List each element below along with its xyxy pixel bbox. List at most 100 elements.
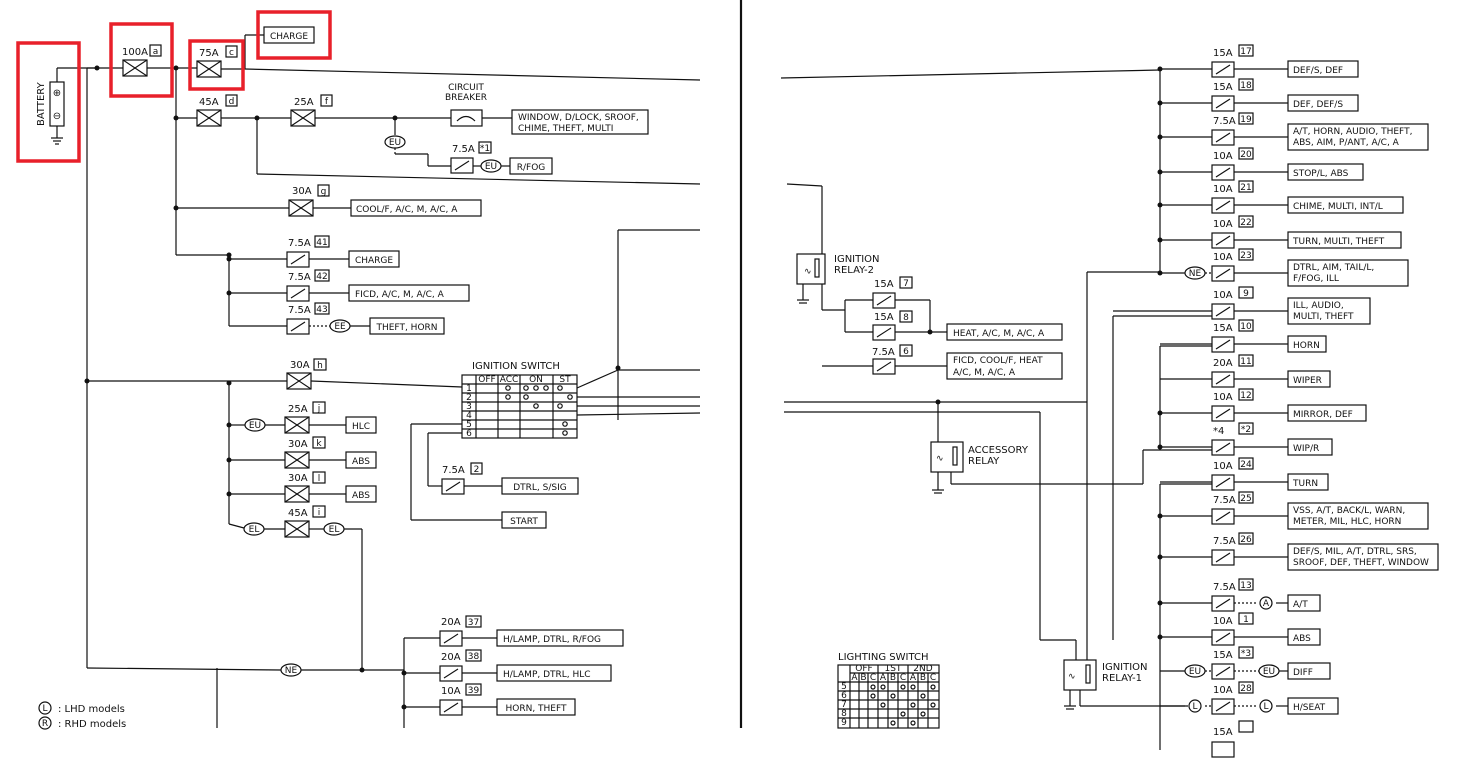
fuse-1-load-text-1: ABS [1293,634,1311,644]
right-page: ∿ IGNITION RELAY-2 15A 7 15A 8 HEAT, A/C… [780,69,1212,729]
fuse-37-id: 37 [468,618,479,628]
fuse-1-id: 1 [1243,615,1249,625]
fuse-25-load-text-1: VSS, A/T, BACK/L, WARN, [1293,506,1405,516]
start-label: START [510,517,538,527]
fuse-11-fuse-slash [1215,374,1231,385]
fuse-26-id-box [1238,532,1254,545]
ign-row-4: 4 [466,411,472,421]
fuse-23-load-text-2: F/FOG, ILL [1293,274,1339,284]
fuse-13-fuse-slash [1215,598,1231,609]
fuse-11-amp: 20A [1213,358,1233,369]
fuse-19-amp: 7.5A [1213,116,1236,127]
fuse-9-amp: 10A [1213,290,1233,301]
ign-row-3: 3 [466,402,472,412]
fuse-a-id: a [153,47,159,57]
fuse-x2-load-text-1: WIP/R [1293,444,1319,454]
fuse-j-id: j [317,404,321,414]
fuse-8-id: 8 [903,313,909,323]
fuse-9-load-box [1287,297,1371,325]
fuse-22-fuse-slash [1215,235,1231,246]
fuse-x3-load-box [1287,662,1331,680]
fuse-41-amp: 7.5A [288,238,311,249]
fuse-26-load-box [1287,543,1439,571]
fuse-x2-amp: *4 [1213,426,1224,437]
charge-41-label: CHARGE [355,256,393,266]
fuse-20-id: 20 [1240,150,1252,160]
fuse-x3-amp: 15A [1213,650,1233,661]
fuse-h-amp: 30A [290,360,310,371]
fuse-f-id: f [325,97,329,107]
fuse-10-load-box [1287,335,1327,353]
fuse-x1-id: *1 [480,144,490,154]
fuse-1-junction [1157,634,1163,640]
fuse-x2-load-box [1287,438,1333,456]
fuse-12-load-text-1: MIRROR, DEF [1293,410,1353,420]
fuse-22-id-box [1238,215,1254,228]
ficd-load-line-1: FICD, COOL/F, HEAT [953,356,1043,366]
fuse-43-id: 43 [316,305,327,315]
fuse-20-id-box [1238,147,1254,160]
fuse-last-id-box [1238,720,1254,733]
fuse-24-load-box [1287,473,1329,491]
fuse-38-amp: 20A [441,652,461,663]
fuse-43-amp: 7.5A [288,305,311,316]
fuse-28-load-text-1: H/SEAT [1293,703,1326,713]
eu-symbol-3: EU [249,421,261,431]
dtrl-ssig-label: DTRL, S/SIG [513,483,567,493]
fuse-19-id-box [1238,112,1254,125]
ls-sub-5: B [890,673,896,683]
fuse-10-id-box [1238,319,1254,332]
fuse-x2-junction [1157,444,1163,450]
fuse-19-fuse-slash [1215,132,1231,143]
fuse-22-junction [1157,237,1163,243]
eu-symbol-1: EU [389,138,401,148]
fuse-20-fuse-slash [1215,167,1231,178]
fuse-39 [439,699,463,716]
fuse-j-amp: 25A [288,404,308,415]
abs-l-label: ABS [352,491,370,501]
load-38-label: H/LAMP, DTRL, HLC [503,670,591,680]
fuse-21-load-box [1287,196,1404,214]
fuse-1-load-box [1287,628,1321,646]
fuse-9-id-box [1238,286,1254,299]
circuit-breaker-label-1: CIRCUIT [448,83,484,93]
abs-k-label: ABS [352,457,370,467]
fuse-12-id-box [1238,388,1254,401]
fuse-2-amp: 7.5A [442,465,465,476]
fuse-42-amp: 7.5A [288,272,311,283]
fuse-7-id: 7 [903,279,909,289]
fuse-18-amp: 15A [1213,82,1233,93]
fuse-19-load-box [1287,123,1429,151]
fuse-22-id: 22 [1240,218,1251,228]
ls-sub-6: C [900,673,906,683]
ign-col-off: OFF [478,375,495,385]
fuse-x3-fuse-slash [1215,666,1231,677]
fuse-23-load-text-1: DTRL, AIM, TAIL/L, [1293,263,1374,273]
highlight-battery [16,41,81,163]
fuse-x3-id-box [1238,646,1254,659]
fuse-h-id: h [317,361,323,371]
load-39-label: HORN, THEFT [505,704,567,714]
ign-col-on: ON [529,375,543,385]
legend-rhd-symbol: R [42,719,48,729]
fuse-42 [286,285,310,302]
fuse-19-load-text-1: A/T, HORN, AUDIO, THEFT, [1293,127,1412,137]
fuse-11-load-box [1287,370,1331,388]
fusible-link-f [290,109,316,127]
ign-relay2-label-1: IGNITION [834,254,880,265]
fuse-9-load-text-1: ILL, AUDIO, [1293,301,1344,311]
fusible-link-i [284,520,310,538]
fuse-10-load-text-1: HORN [1293,341,1320,351]
fuse-38-id: 38 [468,652,480,662]
svg-text:∿: ∿ [1068,672,1076,682]
fuse-1-amp: 10A [1213,616,1233,627]
fuse-12-amp: 10A [1213,392,1233,403]
ficd-load-line-2: A/C, M, A/C, A [953,368,1016,378]
fuse-22-load-text-1: TURN, MULTI, THEFT [1292,237,1385,247]
fuse-x2-id: *2 [1241,425,1251,435]
fuse-17-junction [1157,66,1163,72]
fuse-9-fuse-slash [1215,306,1231,317]
fuse-23-load-box [1287,259,1409,287]
battery-label: BATTERY [36,81,47,126]
